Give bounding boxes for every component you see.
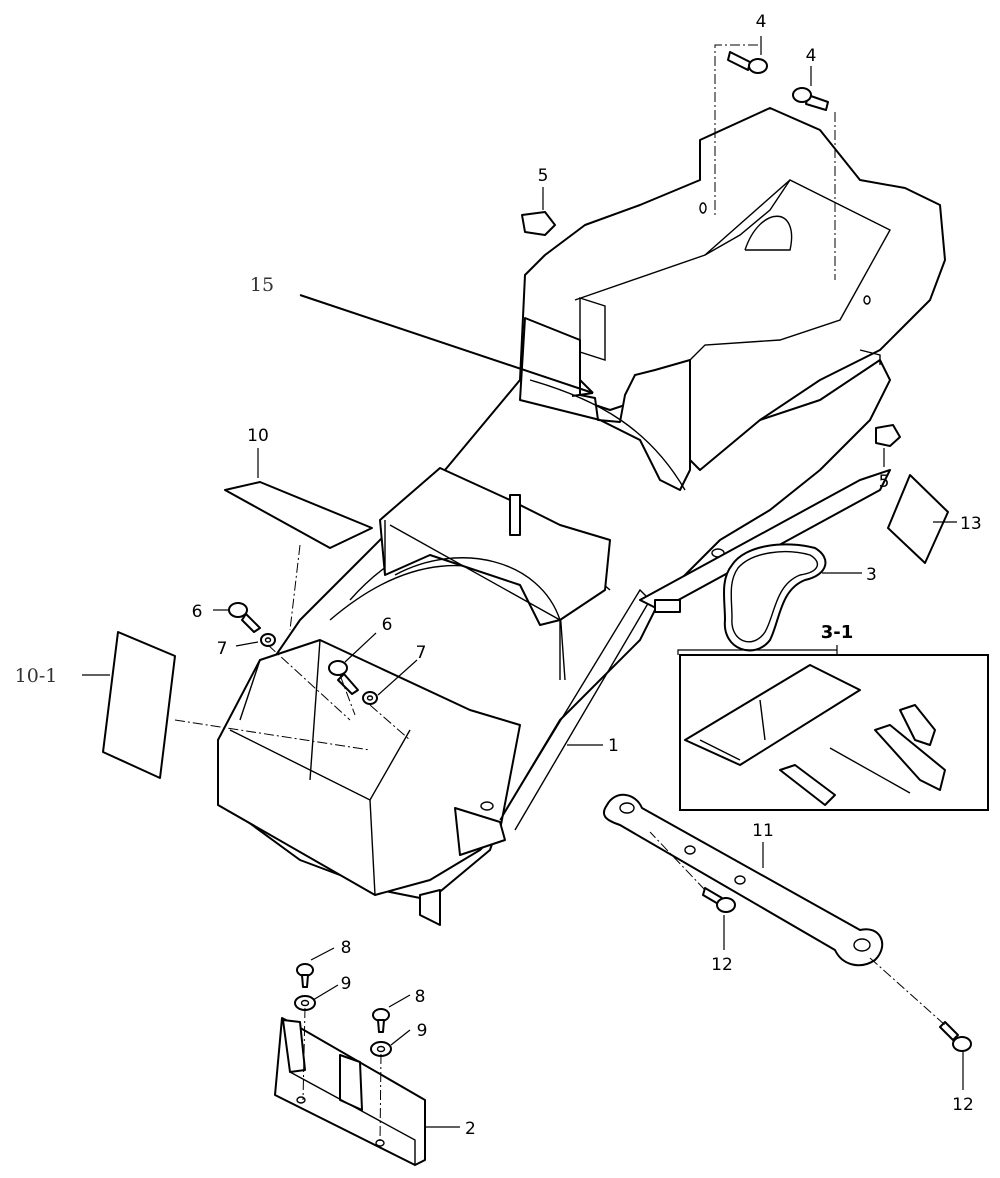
screw-part-8-a xyxy=(296,963,314,988)
clip-nut-part-5-b xyxy=(875,424,901,447)
callout-7-center: 7 xyxy=(416,643,427,663)
pad-part-10 xyxy=(224,481,373,549)
callout-labels: 4 4 5 5 15 10 13 3 3-1 6 6 7 7 10-1 1 11… xyxy=(15,12,982,1139)
washer-part-9-a xyxy=(294,995,316,1011)
washer-part-7-a xyxy=(260,633,276,647)
bracket-part-2 xyxy=(274,1017,426,1166)
callout-1: 1 xyxy=(608,736,619,756)
callout-9-left: 9 xyxy=(341,974,352,994)
upper-storage-tray xyxy=(519,107,946,491)
callout-12-left: 12 xyxy=(711,955,733,975)
bolt-part-6-b xyxy=(328,660,359,695)
callout-8-right: 8 xyxy=(415,987,426,1007)
pad-part-13 xyxy=(887,474,949,564)
callout-6-center: 6 xyxy=(382,615,393,635)
bolt-part-4-a xyxy=(727,51,768,74)
assembly-lines xyxy=(174,44,946,1144)
callout-7-left: 7 xyxy=(217,639,228,659)
callout-9-right: 9 xyxy=(417,1021,428,1041)
callout-2: 2 xyxy=(465,1119,476,1139)
clip-nut-part-5-a xyxy=(521,211,556,236)
callout-3: 3 xyxy=(866,565,877,585)
callout-11: 11 xyxy=(752,821,774,841)
washer-part-9-b xyxy=(370,1041,392,1057)
callout-4-top: 4 xyxy=(756,12,767,32)
callout-8-left: 8 xyxy=(341,938,352,958)
callout-10: 10 xyxy=(247,426,269,446)
washer-part-7-b xyxy=(362,691,378,705)
rear-fender-part-1 xyxy=(217,359,891,926)
callout-5-top: 5 xyxy=(538,166,549,186)
callout-4-right: 4 xyxy=(806,46,817,66)
tool-kit-part-3-1 xyxy=(679,654,989,811)
bolt-part-6-a xyxy=(228,602,261,633)
bolt-part-12-a xyxy=(702,887,736,913)
callout-3-1: 3-1 xyxy=(821,622,854,643)
leader-lines xyxy=(82,36,964,1128)
o-ring-part-3 xyxy=(723,543,827,652)
strap-part-11 xyxy=(602,793,884,967)
callout-12-right: 12 xyxy=(952,1095,974,1115)
screw-part-8-b xyxy=(372,1008,390,1033)
callout-13: 13 xyxy=(960,514,982,534)
pad-part-10-1 xyxy=(102,631,176,779)
callout-5-right: 5 xyxy=(879,472,890,492)
middle-battery-box xyxy=(379,467,611,680)
callout-6-left: 6 xyxy=(192,602,203,622)
bolt-part-12-b xyxy=(939,1021,972,1052)
callout-15: 15 xyxy=(250,274,274,296)
bolt-part-4-b xyxy=(792,87,829,111)
callout-10-1: 10-1 xyxy=(15,665,58,687)
